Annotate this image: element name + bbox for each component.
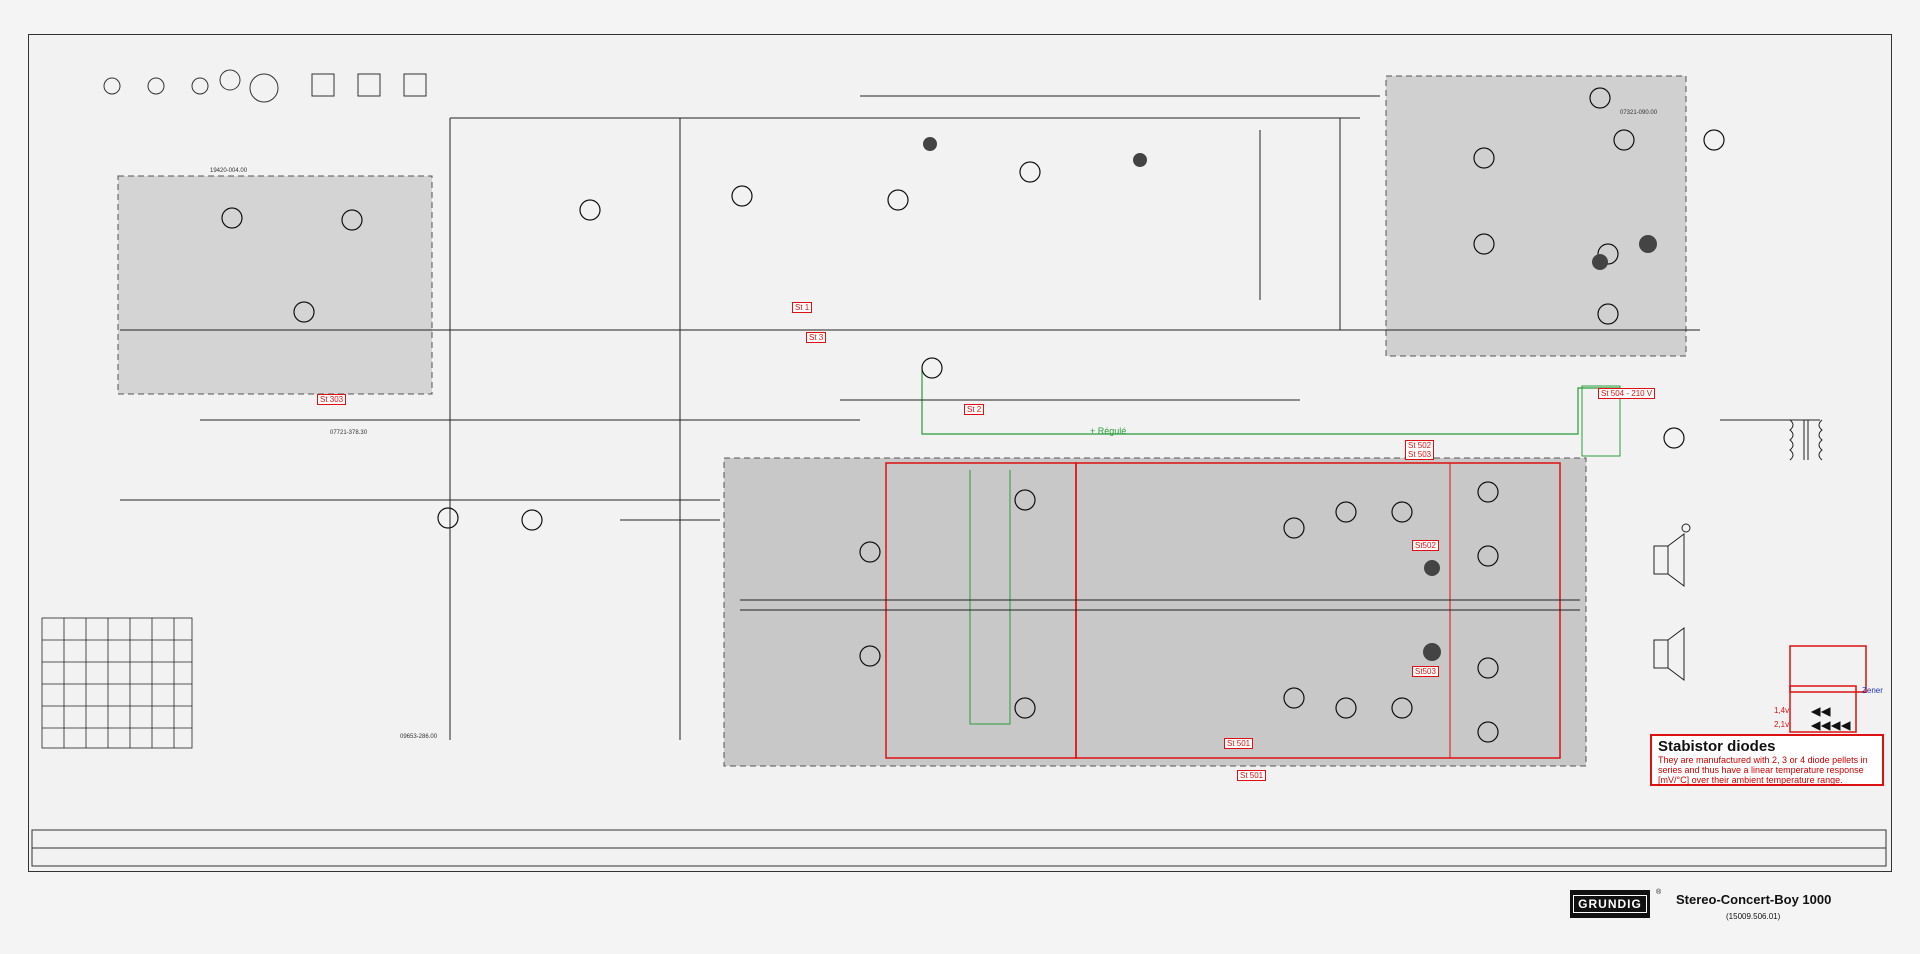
marker-st502-503: St 502 St 503 (1405, 440, 1435, 460)
connector-strip (31, 829, 1887, 867)
output-stage-module (1385, 75, 1687, 357)
zener-box (1789, 645, 1867, 693)
marker-st303: St 303 (317, 394, 347, 405)
marker-st2: St 2 (964, 404, 985, 415)
zener-value-1: 1,4v (1774, 706, 1790, 715)
if-board-label: 07721-378.30 (330, 430, 368, 436)
model-name: Stereo-Concert-Boy 1000 (1676, 892, 1832, 907)
marker-st504: St 504 - 210 V (1598, 388, 1656, 399)
brand-name: GRUNDIG (1573, 895, 1647, 913)
stabistor-text: They are manufactured with 2, 3 or 4 dio… (1658, 755, 1868, 785)
stabistor-title: Stabistor diodes (1658, 738, 1776, 755)
transistors (221, 87, 1725, 743)
zener-value-2: 2,1v (1774, 720, 1790, 729)
stabistor-note: Stabistor diodes They are manufactured w… (1650, 734, 1884, 786)
part-number: (15009.506.01) (1726, 912, 1781, 921)
package-outlines (103, 69, 427, 103)
marker-st502-inner: St502 (1412, 540, 1439, 551)
lower-board-label: 09653-286.00 (400, 734, 438, 740)
diode-symbols (1810, 707, 1851, 731)
marker-st503-inner: St503 (1412, 666, 1439, 677)
wiring (120, 95, 1820, 740)
marker-st501: St 501 (1237, 770, 1267, 781)
marker-st1: St 1 (792, 302, 813, 313)
marker-st3: St 3 (806, 332, 827, 343)
zener-label: Zener (1862, 686, 1883, 695)
output-stage-label: 07321-090.00 (1620, 110, 1658, 116)
regulated-label: + Régulé (1090, 426, 1127, 436)
switch-matrix (41, 617, 193, 749)
amplifier-board (723, 457, 1587, 767)
transformer (1789, 419, 1823, 461)
regulator-box (1581, 385, 1621, 457)
marker-st501-inner: St 501 (1224, 738, 1254, 749)
regulated-rail (921, 370, 1620, 435)
speakers (1653, 523, 1691, 681)
tuner-module-label: 19420-004.00 (210, 168, 248, 174)
grundig-logo: GRUNDIG (1570, 890, 1650, 918)
registered-mark: ® (1656, 889, 1662, 896)
diode-box (1789, 685, 1857, 733)
highlighted-components (923, 137, 1657, 661)
tuner-module (117, 175, 433, 395)
regulated-branch (969, 470, 1011, 725)
